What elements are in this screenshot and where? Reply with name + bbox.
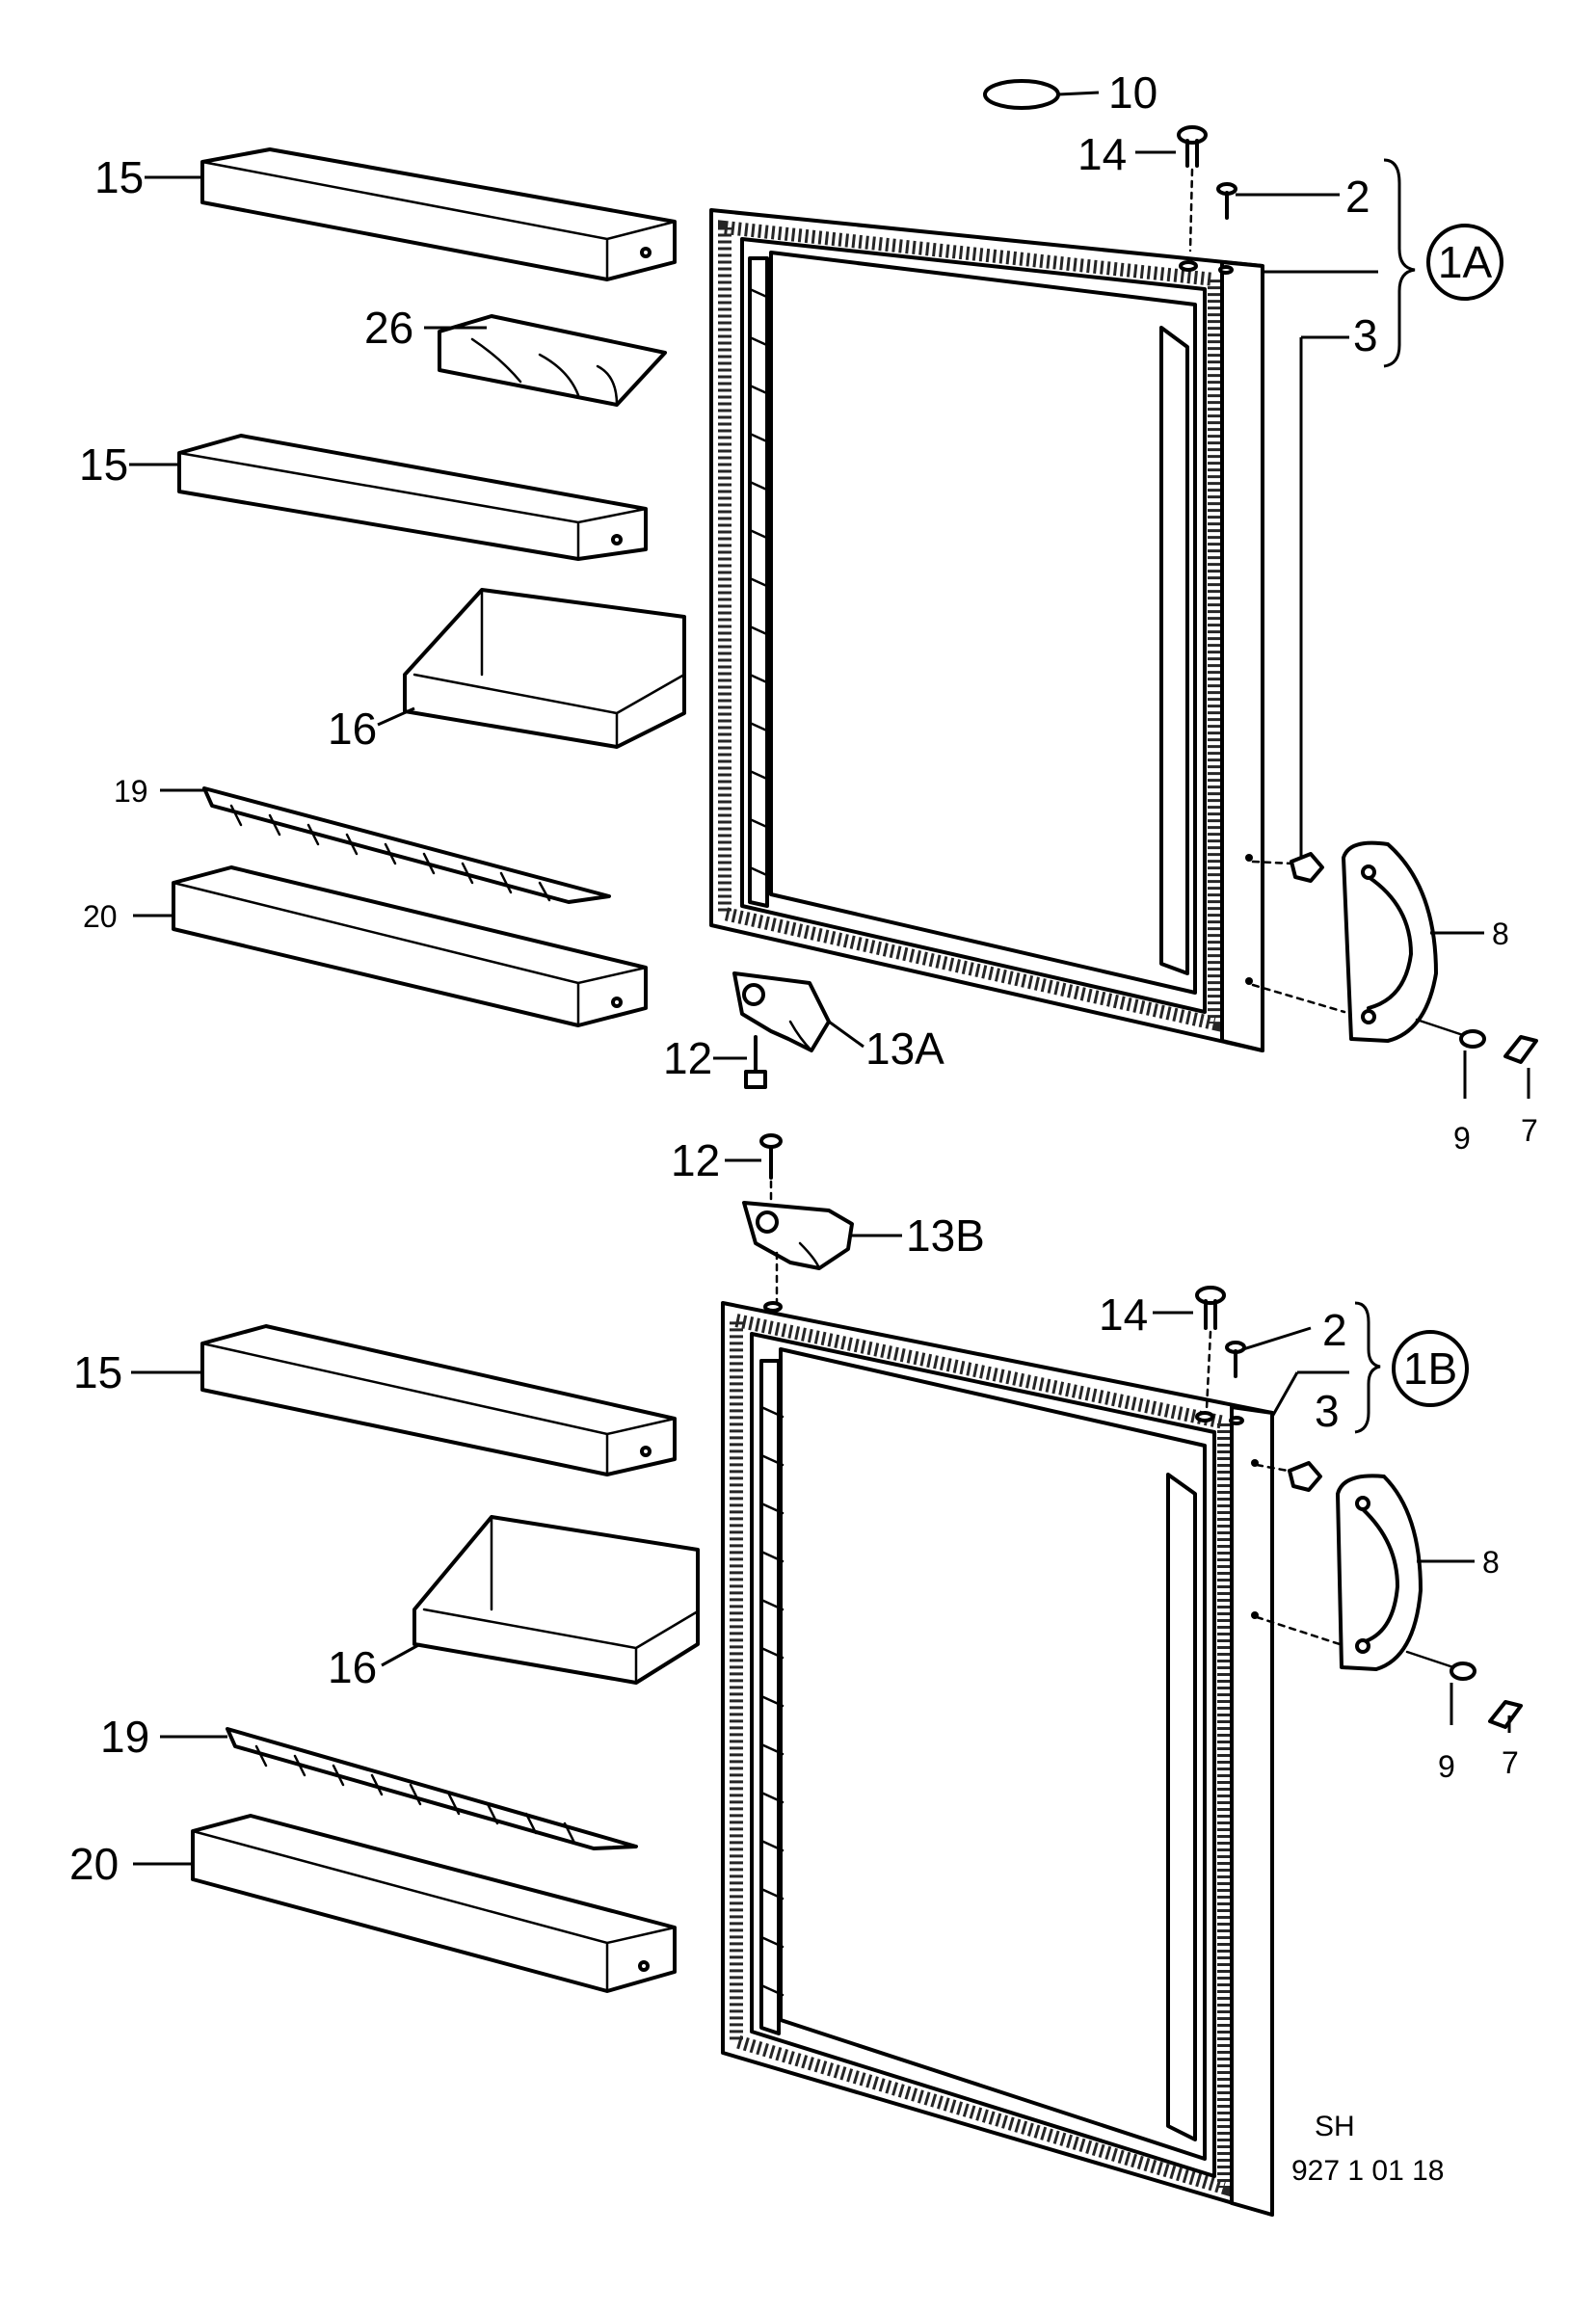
part-3-bushing-upper <box>1290 852 1324 883</box>
part-15-door-shelf-lower <box>200 1324 677 1476</box>
part-9-screw-lower <box>1405 1650 1476 1681</box>
part-13a-hinge <box>732 971 831 1052</box>
label-13b: 13B <box>906 1210 985 1261</box>
part-12-screw-upper <box>744 1035 767 1089</box>
label-10: 10 <box>1108 67 1157 118</box>
drawing-code-line2: 927 1 01 18 <box>1291 2155 1444 2187</box>
label-8-lower: 8 <box>1482 1545 1500 1580</box>
assembly-label-1a: 1A <box>1438 237 1493 287</box>
part-13b-hinge <box>742 1201 854 1305</box>
part-14-pin-lower <box>1195 1286 1226 1411</box>
label-13a: 13A <box>865 1024 944 1074</box>
label-20-lower: 20 <box>69 1839 119 1889</box>
part-9-screw-upper <box>1415 1018 1486 1049</box>
label-2: 2 <box>1345 172 1370 222</box>
label-9-lower: 9 <box>1438 1749 1455 1784</box>
label-12-lower: 12 <box>671 1135 720 1185</box>
part-26-egg-holder <box>438 314 667 407</box>
part-3-bushing-lower <box>1255 1461 1322 1492</box>
label-2-lower: 2 <box>1322 1305 1347 1355</box>
assembly-marker-1b <box>1392 1330 1469 1407</box>
part-15-door-shelf-top <box>200 147 677 281</box>
label-26: 26 <box>364 303 413 353</box>
part-14-pin <box>1177 125 1208 253</box>
label-12-upper: 12 <box>663 1033 712 1083</box>
part-12-screw-lower <box>759 1133 783 1207</box>
label-19: 19 <box>114 774 148 809</box>
assembly-marker-1a <box>1426 224 1503 301</box>
part-7-cover-upper <box>1503 1035 1538 1064</box>
part-7-cover-lower <box>1488 1700 1523 1729</box>
drawing-code-line1: SH <box>1315 2111 1355 2142</box>
part-8-door-handle-upper <box>1251 840 1438 1043</box>
part-19-bottle-rack-lower <box>226 1727 638 1850</box>
label-7-lower: 7 <box>1502 1745 1519 1780</box>
label-20: 20 <box>83 899 118 934</box>
label-3: 3 <box>1353 310 1378 360</box>
part-8-door-handle-lower <box>1255 1474 1423 1671</box>
assembly-brace-lower <box>1354 1301 1381 1434</box>
label-15-top: 15 <box>94 152 144 202</box>
part-2-screw-lower <box>1225 1341 1246 1378</box>
upper-door-frame <box>709 208 1264 1052</box>
lower-door-frame <box>721 1301 1274 2217</box>
label-14-lower: 14 <box>1099 1289 1148 1340</box>
part-20-bottle-shelf-lower <box>191 1814 677 1993</box>
assembly-label-1b: 1B <box>1403 1343 1457 1394</box>
label-15-second: 15 <box>79 439 128 490</box>
upper-door-assembly: 10 14 2 3 1A 15 <box>79 67 1538 1156</box>
label-19-lower: 19 <box>100 1712 149 1762</box>
label-3-lower: 3 <box>1315 1386 1340 1436</box>
label-8-upper: 8 <box>1492 917 1509 951</box>
label-16: 16 <box>328 704 377 754</box>
lower-door-assembly: 12 13B <box>69 1133 1523 2217</box>
part-10-cap <box>983 79 1060 110</box>
label-7-upper: 7 <box>1521 1113 1538 1148</box>
part-16-bottle-holder <box>403 588 686 749</box>
part-19-bottle-rack <box>202 786 611 904</box>
label-9-upper: 9 <box>1453 1121 1471 1156</box>
part-15-door-shelf-second <box>177 434 648 561</box>
assembly-brace-upper <box>1383 158 1416 368</box>
label-14: 14 <box>1077 129 1127 179</box>
label-15-lower: 15 <box>73 1347 122 1397</box>
part-2-screw <box>1216 182 1237 220</box>
part-16-bottle-holder-lower <box>412 1515 700 1685</box>
label-16-lower: 16 <box>328 1642 377 1692</box>
part-20-bottle-shelf <box>172 865 648 1027</box>
